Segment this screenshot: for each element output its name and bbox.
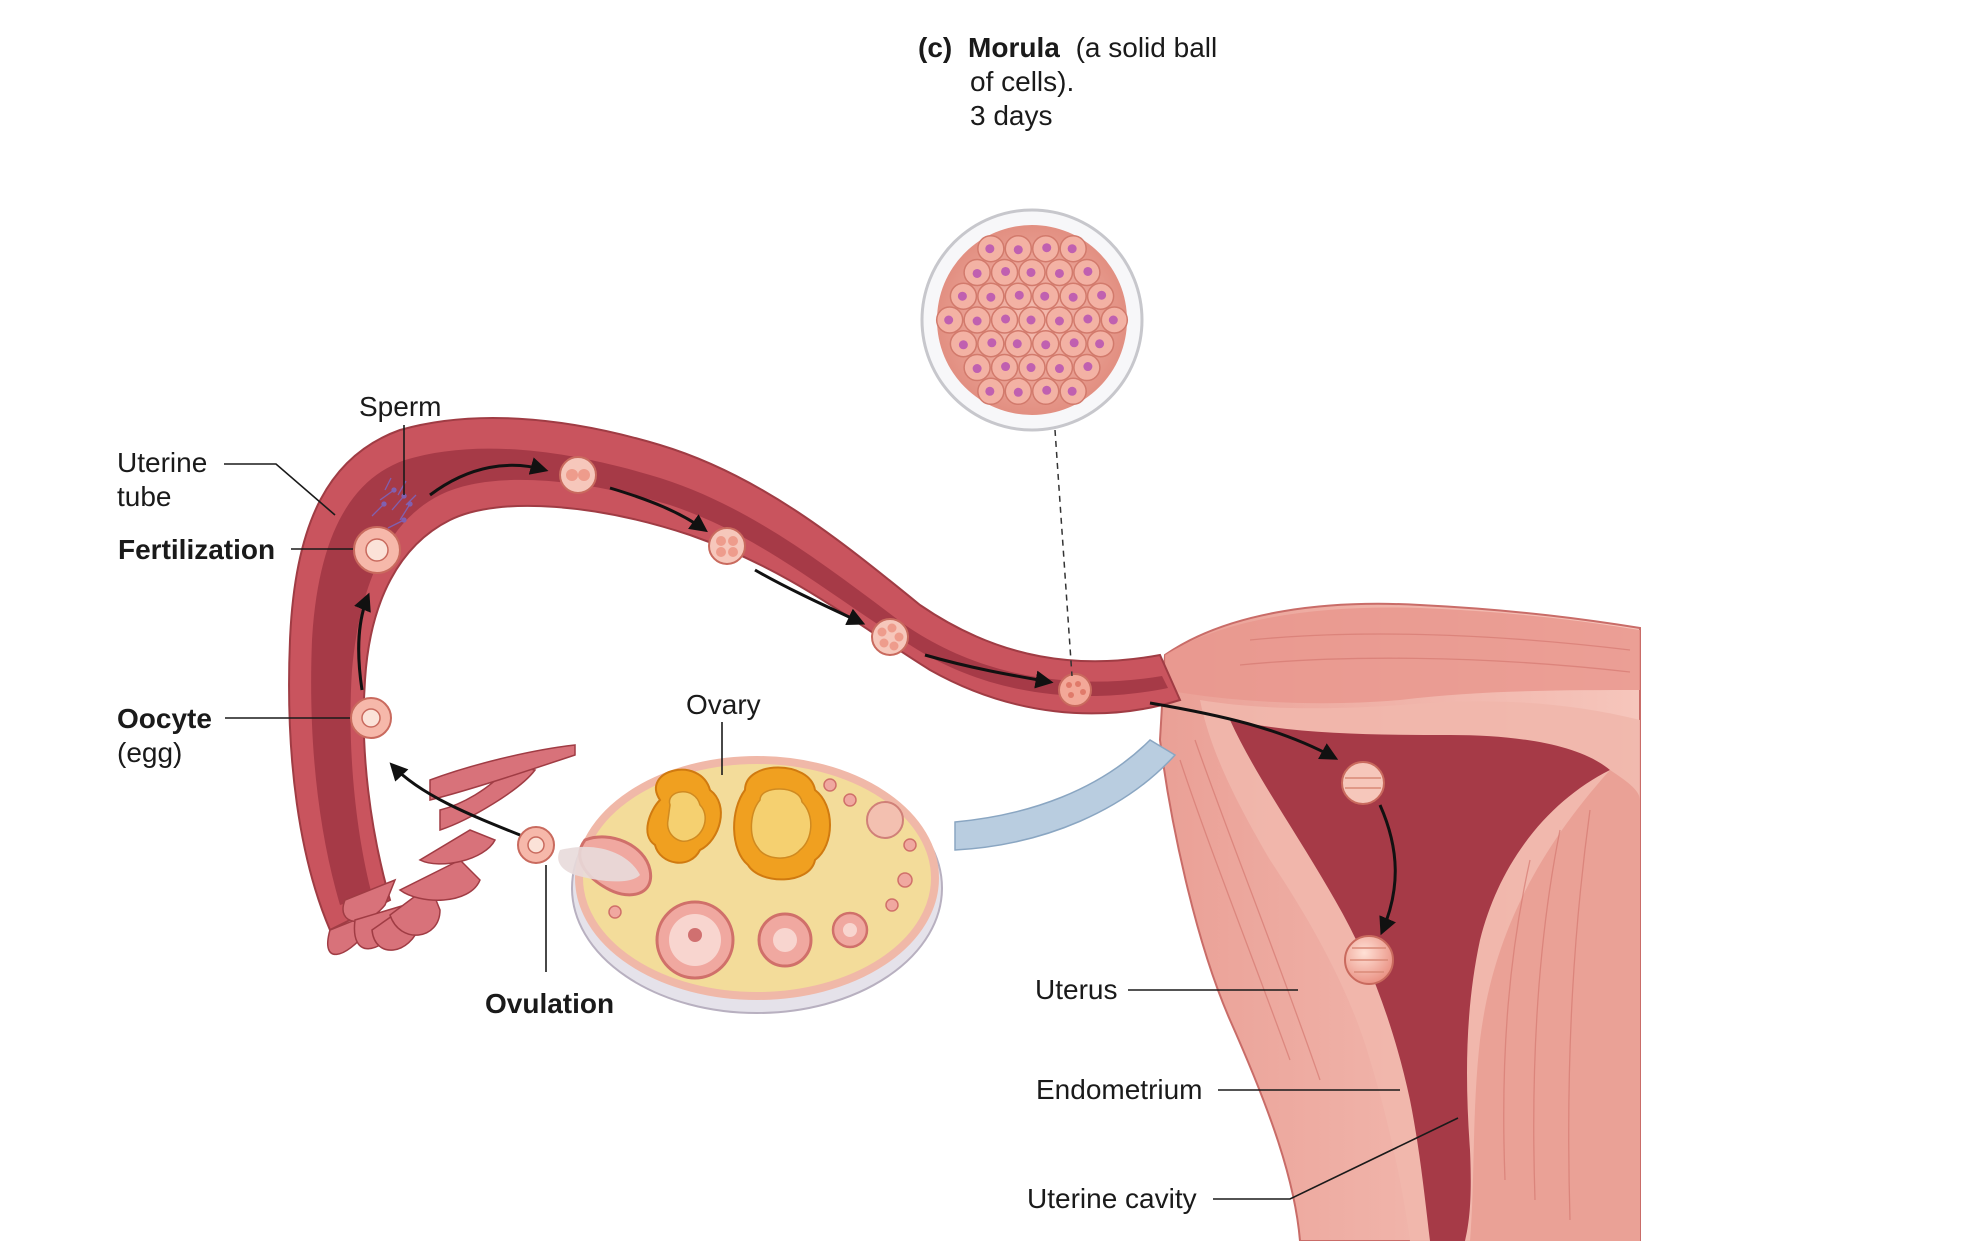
label-sperm: Sperm [359,391,441,422]
two-cell-stage [559,456,597,494]
morula-time: 3 days [970,100,1053,131]
label-uterine-tube-2: tube [117,481,172,512]
leader-uterine-cavity [1213,1117,1459,1200]
morula-desc-1: (a solid ball [1076,32,1218,63]
corpus-luteum-large [733,766,831,881]
morula-cell-nucleus [985,244,995,254]
morula-cell-nucleus [1026,363,1036,373]
morula-caption-line1: (c) Morula (a solid ball [918,32,1217,63]
morula-cell-nucleus [1013,245,1023,255]
arrow-tube-5 [1149,701,1339,760]
morula-cell-nucleus [1095,339,1105,349]
morula-cell-nucleus [1041,340,1051,350]
uterine-tube-lumen [311,448,1168,905]
morula-cell-nucleus [1083,362,1093,372]
morula-in-tube [1058,673,1092,707]
morula-cell-nucleus [1097,290,1107,300]
morula-cell-nucleus [958,340,968,350]
fimbriae [327,744,576,956]
morula-cell-nucleus [1012,339,1022,349]
morula-cell-nucleus [1108,315,1118,325]
morula-cell-nucleus [1001,362,1011,372]
arrow-tube-3 [754,568,866,626]
morula-cell-nucleus [1054,268,1064,278]
morula-cell-nucleus [1040,291,1050,301]
label-ovulation: Ovulation [485,988,614,1019]
ovulation-plume [558,846,640,882]
morula-cell-nucleus [1014,290,1024,300]
morula-cell-nucleus [1054,364,1064,374]
arrow-tube-4 [924,653,1054,689]
uterus-fundus [1165,607,1640,704]
morula-cell-nucleus [1026,267,1036,277]
morula-cell-nucleus [1069,338,1079,348]
eight-cell-stage [871,618,909,656]
oocyte-in-tube [350,697,392,739]
sperm-cluster [371,477,417,529]
corpus-luteum [646,768,722,864]
morula-cell-nucleus [987,338,997,348]
label-egg: (egg) [117,737,182,768]
ovarian-ligament [954,739,1177,851]
ovarian-follicles [608,778,917,980]
morula-cell-nucleus [1001,314,1011,324]
arrow-ovulation [389,762,521,837]
morula-cell-nucleus [1042,243,1052,253]
label-ovary: Ovary [686,689,761,720]
morula-cells [935,234,1129,406]
four-cell-stage [708,527,746,565]
morula-cell-nucleus [944,315,954,325]
label-uterus: Uterus [1035,974,1117,1005]
morula-cell-nucleus [986,292,996,302]
uterus-right-wall [1470,770,1640,1241]
morula-zoom [920,208,1144,432]
arrow-tube-2 [609,486,708,533]
morula-cell-nucleus [972,268,982,278]
ovary [558,756,943,1014]
label-oocyte: Oocyte [117,703,212,734]
label-uterine-tube-1: Uterine [117,447,207,478]
morula-cell-nucleus [1083,266,1093,276]
arrow-tube-1 [429,457,549,497]
leader-uterine-tube [224,463,336,516]
morula-cell-nucleus [1068,292,1078,302]
uterus [1158,602,1641,1241]
ovulated-oocyte [517,826,555,864]
morula-name: Morula [968,32,1060,63]
morula-zoom-line [1054,429,1073,677]
label-uterine-cavity: Uterine cavity [1027,1183,1197,1214]
morula-cell-nucleus [1083,314,1093,324]
fertilized-egg [353,526,401,574]
morula-cell-nucleus [1026,315,1036,325]
morula-cell-nucleus [985,386,995,396]
morula-cell-nucleus [1042,385,1052,395]
morula-cell-nucleus [972,316,982,326]
morula-cell-nucleus [957,291,967,301]
label-fertilization: Fertilization [118,534,275,565]
morula-cell-nucleus [1013,387,1023,397]
morula-cell-nucleus [972,364,982,374]
arrow-oocyte-up [354,592,371,691]
morula-cell-nucleus [1054,316,1064,326]
morula-cell-nucleus [1067,386,1077,396]
morula-cell-nucleus [1001,266,1011,276]
uterine-cavity [1230,720,1610,1241]
morula-cell-nucleus [1067,244,1077,254]
migration-arrows [354,457,1397,936]
implanting-blastocyst [1344,935,1394,985]
label-endometrium: Endometrium [1036,1074,1203,1105]
leader-lines [224,425,1459,1200]
blastocyst [1341,761,1385,805]
morula-desc-2: of cells). [970,66,1074,97]
arrow-implant [1378,804,1397,936]
morula-letter: (c) [918,32,952,63]
